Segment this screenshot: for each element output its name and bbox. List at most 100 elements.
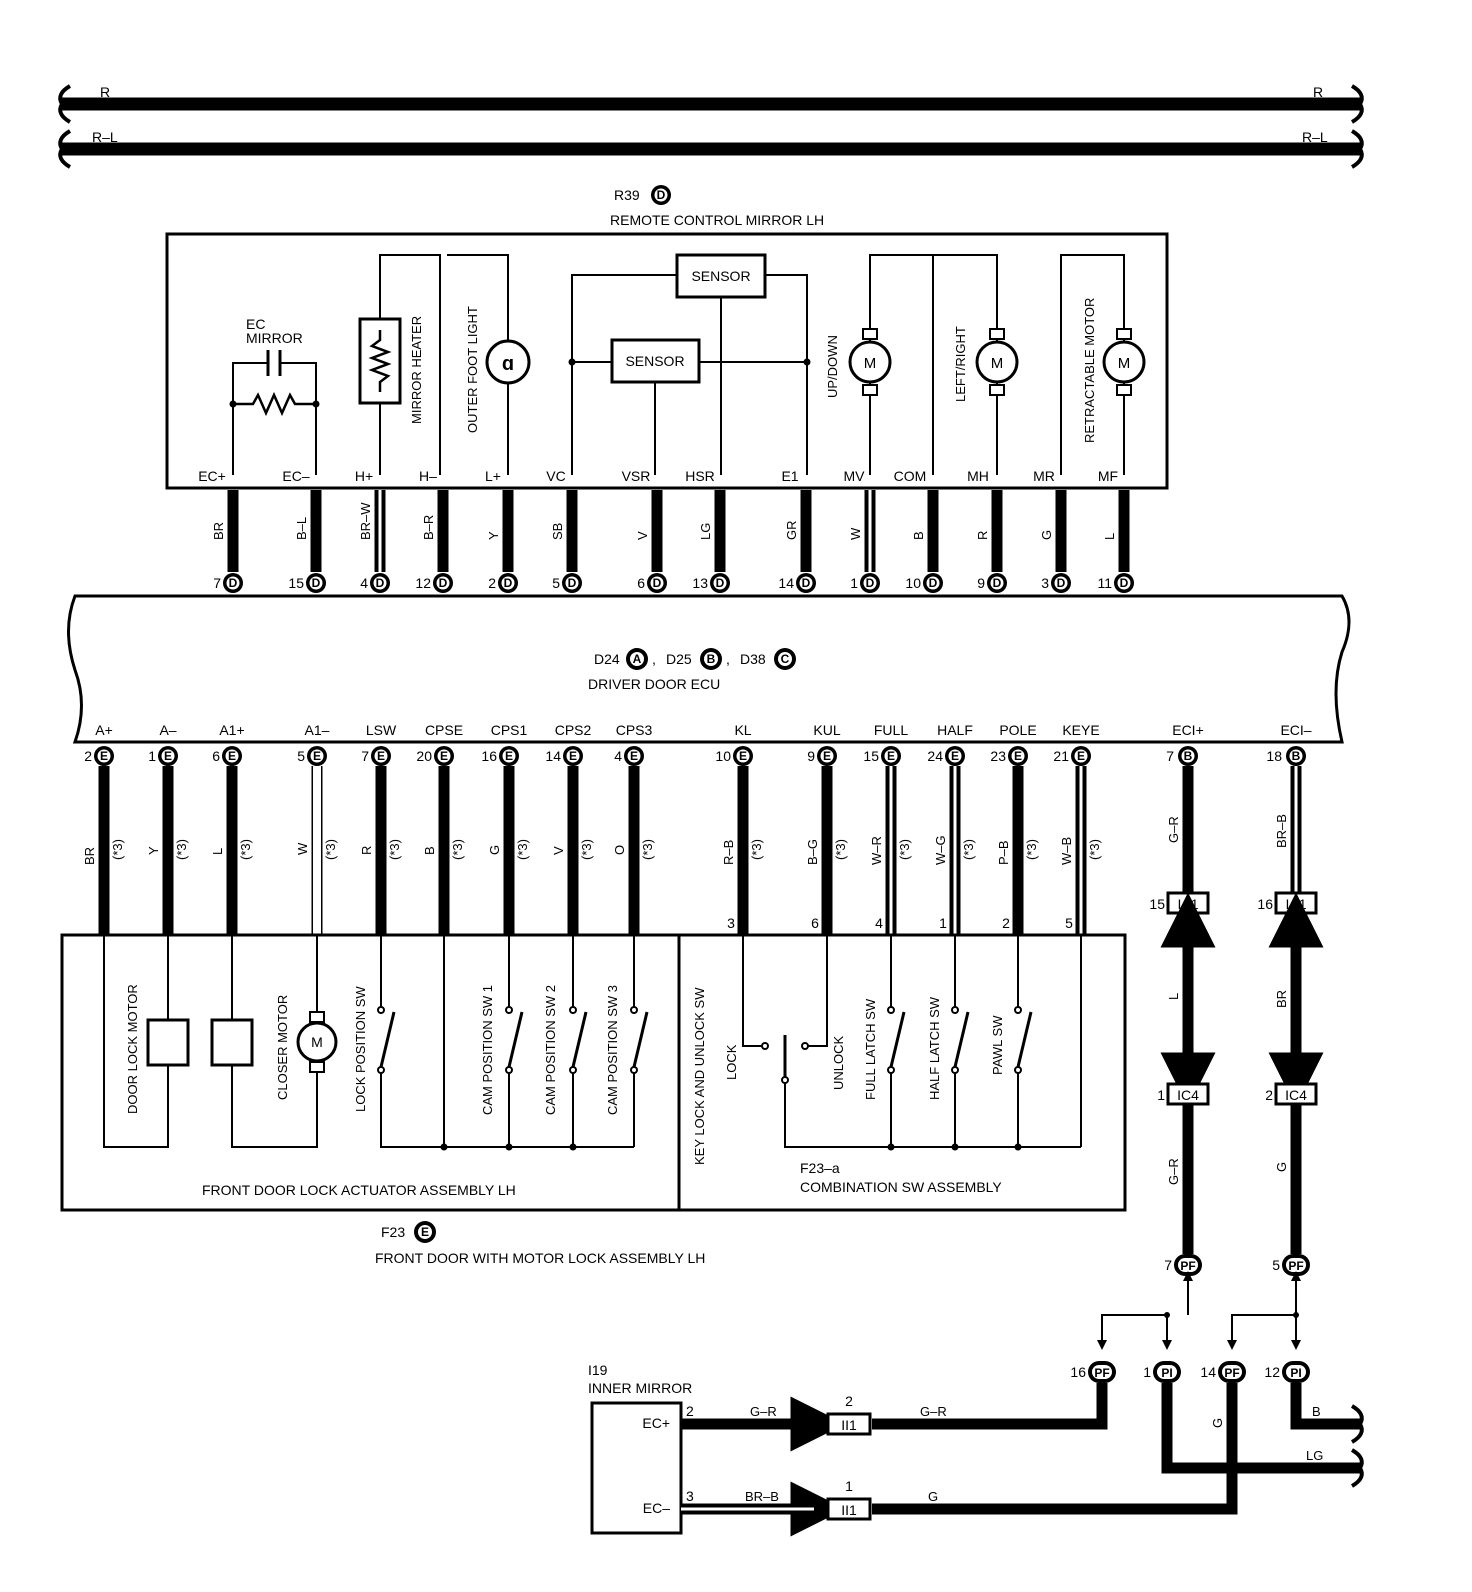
mirror-code: R39 bbox=[614, 187, 640, 203]
actuator-wire-note: (*3) bbox=[238, 839, 253, 860]
mirror-terminals: EC+ EC– H+ H– L+ VC VSR HSR E1 MV COM MH… bbox=[198, 468, 1118, 484]
terminal-hsr: HSR bbox=[685, 468, 715, 484]
mirror-wire-color: W bbox=[848, 527, 863, 540]
rail-rl-right-label: R–L bbox=[1302, 129, 1328, 145]
ecu-title: DRIVER DOOR ECU bbox=[588, 676, 720, 692]
actuator-wire-note: (*3) bbox=[515, 839, 530, 860]
actuator-wire-pin: 9 bbox=[807, 748, 815, 764]
mirror-wire-color: BR bbox=[211, 522, 226, 540]
ii-pin-bottom: 1 bbox=[845, 1478, 853, 1494]
front-door-conn: E bbox=[421, 1225, 429, 1239]
mirror-wire-color: R bbox=[975, 531, 990, 540]
sensors: SENSOR SENSOR bbox=[568, 253, 811, 475]
eci-minus-ic-pin: 2 bbox=[1265, 1087, 1273, 1103]
joint-3-pin: 12 bbox=[1264, 1364, 1280, 1380]
inner-mirror-ec-plus: EC+ bbox=[642, 1415, 670, 1431]
joint-2-label: PF bbox=[1224, 1366, 1239, 1380]
ecu-conn-a-code: D24 bbox=[594, 651, 620, 667]
switch-pin: 3 bbox=[727, 915, 735, 931]
eci-plus-circuit: ECI+ 7 B G–R 15 IA1 L 1 IC4 G–R 7 PF bbox=[1149, 722, 1216, 1276]
mirror-wire-conn: D bbox=[802, 576, 811, 590]
actuator-wire-conn: E bbox=[440, 749, 448, 763]
actuator-wire-note: (*3) bbox=[110, 839, 125, 860]
actuator-wire-note: (*3) bbox=[579, 839, 594, 860]
switch-pin: 1 bbox=[939, 915, 947, 931]
cam-sw3-label: CAM POSITION SW 3 bbox=[605, 985, 620, 1115]
actuator-wire-conn: E bbox=[377, 749, 385, 763]
actuator-wire-conn: E bbox=[569, 749, 577, 763]
mirror-wire-pin: 4 bbox=[360, 575, 368, 591]
actuator-wire-color: W–B bbox=[1059, 837, 1074, 865]
mirror-wire-conn: D bbox=[716, 576, 725, 590]
eci-plus-color3: G–R bbox=[1166, 1158, 1181, 1185]
cam-sw1-label: CAM POSITION SW 1 bbox=[480, 985, 495, 1115]
switch-pin: 6 bbox=[811, 915, 819, 931]
mirror-wire-pin: 2 bbox=[488, 575, 496, 591]
eci-plus-color1: G–R bbox=[1166, 816, 1181, 843]
eci-minus-ia-pin: 16 bbox=[1257, 896, 1273, 912]
mirror-wire-pin: 9 bbox=[977, 575, 985, 591]
actuator-wire-conn: E bbox=[630, 749, 638, 763]
bottom-vert-g: G bbox=[1210, 1418, 1225, 1428]
eci-plus-ic: IC4 bbox=[1177, 1087, 1199, 1103]
eci-plus-ecu-label: ECI+ bbox=[1172, 722, 1204, 738]
front-door-code: F23 bbox=[381, 1224, 405, 1240]
mirror-wire-conn: D bbox=[504, 576, 513, 590]
actuator-wire-pin: 24 bbox=[927, 748, 943, 764]
ecu-terminal-lower: KEYE bbox=[1062, 722, 1099, 738]
lock-label: LOCK bbox=[724, 1044, 739, 1080]
eci-minus-conn: B bbox=[1292, 749, 1301, 763]
mirror-wire-pin: 3 bbox=[1041, 575, 1049, 591]
key-lock-sw-label: KEY LOCK AND UNLOCK SW bbox=[692, 987, 707, 1165]
actuator-wire-conn: E bbox=[313, 749, 321, 763]
eci-plus-conn: B bbox=[1184, 749, 1193, 763]
ecu-terminal-lower: HALF bbox=[937, 722, 973, 738]
terminal-vsr: VSR bbox=[622, 468, 651, 484]
terminal-mv: MV bbox=[844, 468, 866, 484]
ec-mirror-label-2: MIRROR bbox=[246, 330, 303, 346]
sensor-top-label: SENSOR bbox=[691, 268, 750, 284]
front-door-lock-assembly: DOOR LOCK MOTOR M CLOSER MOTOR LOCK POSI… bbox=[60, 933, 1127, 1266]
light-symbol: ɑ bbox=[502, 353, 514, 375]
inner-mirror-ec-minus: EC– bbox=[643, 1500, 670, 1516]
ecu-terminal-lower: A1– bbox=[305, 722, 330, 738]
actuator-title: FRONT DOOR LOCK ACTUATOR ASSEMBLY LH bbox=[202, 1182, 516, 1198]
switch-pin: 4 bbox=[875, 915, 883, 931]
inner-mirror-pin-plus: 2 bbox=[686, 1403, 694, 1419]
eci-minus-color3: G bbox=[1274, 1162, 1289, 1172]
door-lock-motor: DOOR LOCK MOTOR bbox=[103, 935, 318, 1148]
eci-minus-circuit: ECI– 18 B BR–B 16 IA1 BR 2 IC4 G 5 PF bbox=[1257, 722, 1324, 1276]
joint-1-pin: 1 bbox=[1143, 1364, 1151, 1380]
actuator-wire-pin: 15 bbox=[863, 748, 879, 764]
actuator-wire-conn: E bbox=[823, 749, 831, 763]
actuator-wire-color: O bbox=[612, 845, 627, 855]
mirror-wire-color: SB bbox=[550, 523, 565, 540]
mirror-wire-pin: 6 bbox=[637, 575, 645, 591]
actuator-wire-color: P–B bbox=[996, 840, 1011, 865]
mirror-wire-pin: 14 bbox=[778, 575, 794, 591]
terminal-l-plus: L+ bbox=[485, 468, 501, 484]
actuator-switches: LOCK POSITION SW CAM POSITION SW 1 CAM P… bbox=[353, 935, 649, 1151]
closer-motor-label: CLOSER MOTOR bbox=[275, 995, 290, 1100]
inner-mirror-title: INNER MIRROR bbox=[588, 1380, 692, 1396]
joint-0-pin: 16 bbox=[1070, 1364, 1086, 1380]
closer-motor-symbol: M bbox=[311, 1034, 323, 1050]
motor-retract-symbol: M bbox=[1118, 355, 1131, 372]
mirror-title: REMOTE CONTROL MIRROR LH bbox=[610, 212, 824, 228]
rail-r-right-label: R bbox=[1313, 84, 1323, 100]
eci-minus-color1: BR–B bbox=[1274, 814, 1289, 848]
inner-mirror-wire-minus-right: G bbox=[928, 1489, 938, 1504]
ecu-terminal-lower: A– bbox=[159, 722, 176, 738]
eci-plus-ic-pin: 1 bbox=[1157, 1087, 1165, 1103]
actuator-wire-note: (*3) bbox=[1024, 839, 1039, 860]
mirror-wire-pin: 15 bbox=[288, 575, 304, 591]
mirror-wire-conn: D bbox=[993, 576, 1002, 590]
mirror-wire-color: Y bbox=[486, 531, 501, 540]
terminal-mr: MR bbox=[1033, 468, 1055, 484]
